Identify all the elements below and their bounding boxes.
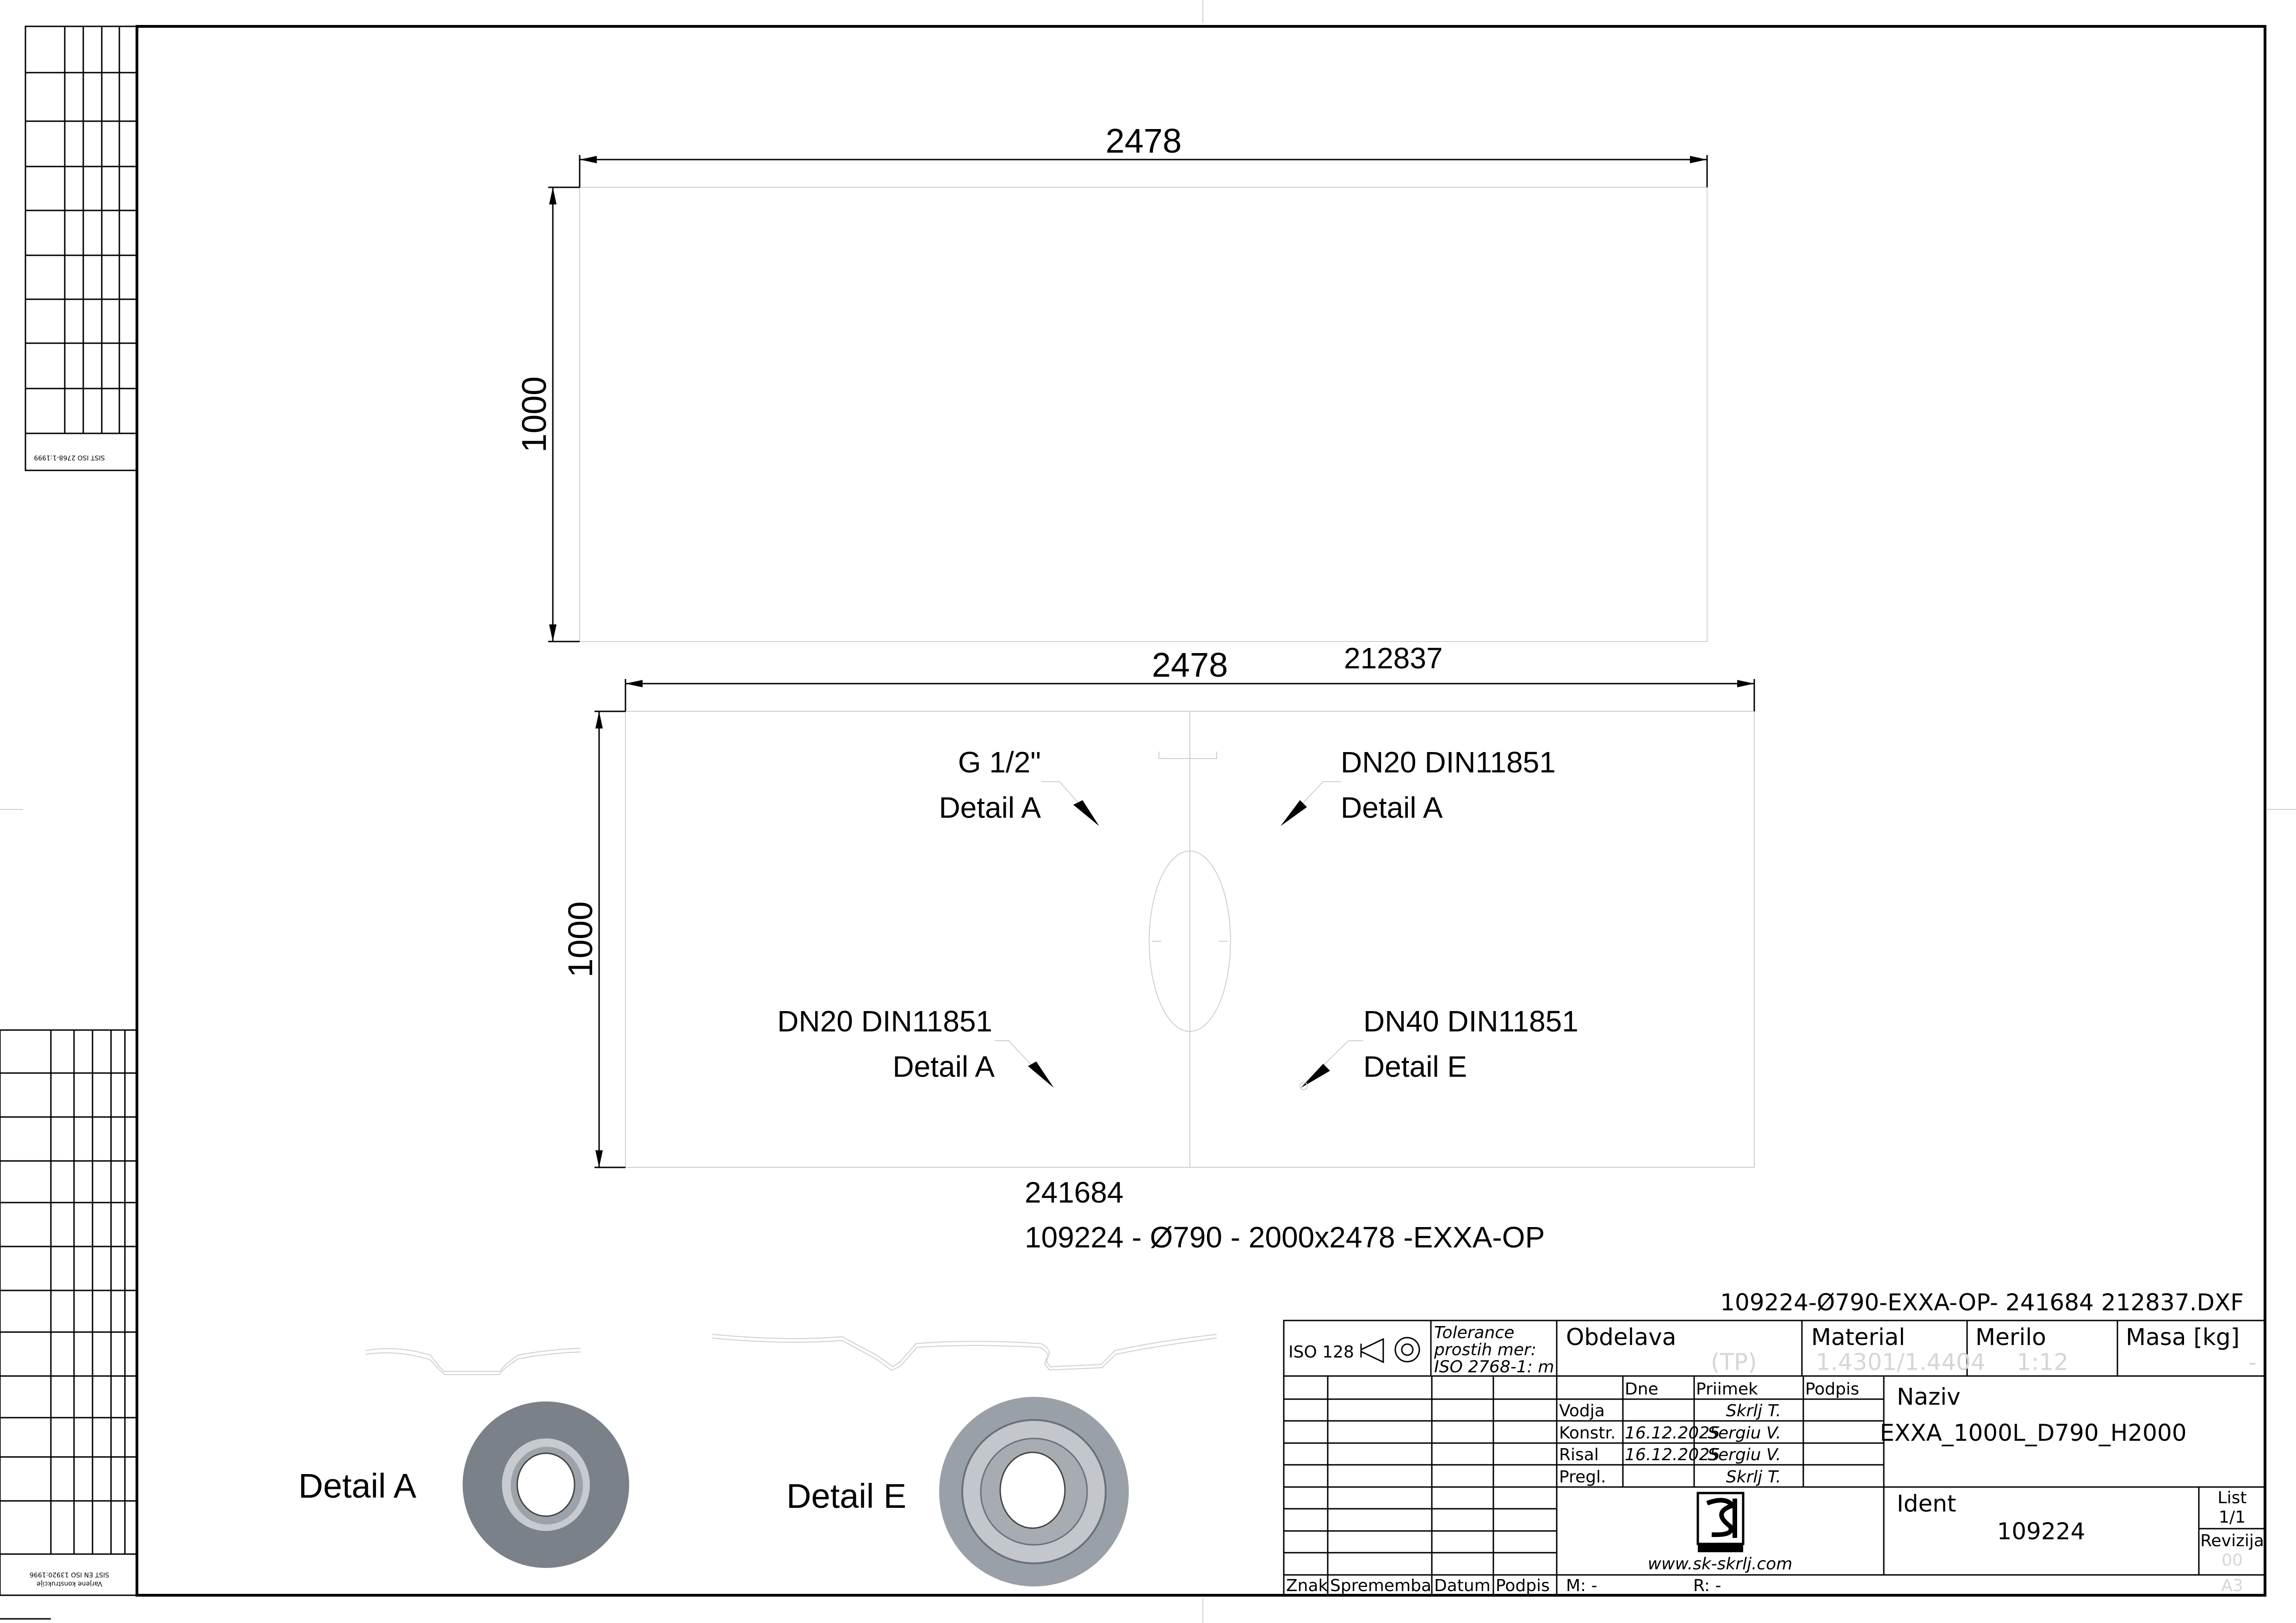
detail-e-label: Detail E [786,1477,906,1515]
col-priimek: Priimek [1696,1380,1758,1399]
rev-header-datum: Datum [1434,1576,1491,1595]
detail-a: Detail A [298,1348,629,1568]
tolerance-table-upper: SIST ISO 2768-1:1999 [25,25,138,471]
file-name: 109224-Ø790-EXXA-OP- 241684 212837.DXF [1720,1289,2244,1316]
format-value: A3 [2221,1576,2243,1595]
projection-symbol-icon [1360,1337,1420,1364]
material-label: Material [1811,1324,1905,1351]
tolerance-table-lower-subtitle: Varjene konstrukcije [37,1580,102,1587]
svg-text:Detail E: Detail E [1363,1050,1467,1083]
sheet-frame [136,25,2266,1597]
svg-text:Detail A: Detail A [892,1050,995,1083]
revizija-value: 00 [2222,1551,2243,1570]
bottom-m: M: - [1566,1576,1597,1595]
row-name-konstr: Sergiu V. [1708,1424,1781,1443]
bottom-r: R: - [1693,1576,1721,1595]
top-view: 2478 1000 [515,122,1708,642]
part-name-label: 109224 - Ø790 - 2000x2478 -EXXA-OP [1025,1221,1545,1254]
callout-dn40: DN40 DIN11851 Detail E [1300,1005,1578,1090]
svg-text:Detail A: Detail A [1341,791,1443,824]
leader-arrow [1028,1061,1054,1088]
row-date-risal: 16.12.2025 [1625,1445,1720,1464]
bottom-ref-top: 212837 [1344,642,1443,675]
row-role-risal: Risal [1559,1445,1599,1464]
callout-g12: G 1/2" Detail A [939,746,1099,826]
masa-label: Masa [kg] [2126,1324,2240,1351]
merilo-value: 1:12 [2017,1349,2068,1376]
ident-value: 109224 [1997,1518,2086,1545]
col-podpis: Podpis [1805,1380,1859,1399]
detail-e: Detail E [712,1334,1217,1586]
website: www.sk-skrlj.com [1648,1555,1793,1574]
masa-value: - [2248,1349,2257,1376]
list-label: List [2218,1488,2247,1507]
naziv-value: EXXA_1000L_D790_H2000 [1880,1419,2186,1446]
revizija-label: Revizija [2200,1531,2264,1550]
naziv-label: Naziv [1897,1383,1961,1410]
leader-arrow [1281,800,1307,826]
row-name-pregl: Skrlj T. [1726,1468,1781,1487]
title-block: ISO 128 Tolerance prostih mer: ISO 2768-… [1283,1320,2266,1596]
obdelava-label: Obdelava [1566,1324,1676,1351]
obdelava-value: (TP) [1711,1349,1757,1376]
row-role-vodja: Vodja [1559,1401,1605,1420]
material-value: 1.4301/1.4404 [1816,1349,1986,1376]
leader-arrow [1301,1064,1330,1088]
top-width-dimension: 2478 [1106,122,1182,160]
ident-label: Ident [1897,1490,1956,1517]
detail-a-profile [365,1348,581,1372]
callout-dn20-bottom: DN20 DIN11851 Detail A [777,1005,1054,1088]
tolerance-table-lower: SIST EN ISO 13920:1996 Varjene konstrukc… [0,1029,138,1596]
tolerance-line-2: prostih mer: [1434,1340,1536,1359]
bottom-ref-bottom: 241684 [1025,1176,1124,1209]
col-dne: Dne [1625,1380,1659,1399]
bottom-view: 2478 212837 1000 G 1/2" Detail A DN20 DI… [561,642,1755,1254]
list-value: 1/1 [2219,1508,2246,1527]
svg-text:G 1/2": G 1/2" [958,746,1041,779]
tolerance-table-lower-title: SIST EN ISO 13920:1996 [30,1571,109,1578]
top-height-dimension: 1000 [515,376,553,453]
svg-text:DN20 DIN11851: DN20 DIN11851 [1341,746,1556,779]
row-role-konstr: Konstr. [1559,1424,1615,1443]
detail-a-label: Detail A [298,1467,417,1505]
rev-header-znak: Znak [1286,1576,1328,1595]
row-date-konstr: 16.12.2025 [1625,1424,1720,1443]
bottom-height-dimension: 1000 [561,901,600,978]
row-name-vodja: Skrlj T. [1726,1401,1781,1420]
row-role-pregl: Pregl. [1559,1468,1606,1487]
top-view-outline [579,187,1708,642]
iso-label: ISO 128 [1288,1343,1354,1362]
svg-text:DN40 DIN11851: DN40 DIN11851 [1363,1005,1578,1038]
tolerance-line-3: ISO 2768-1: m [1434,1358,1554,1376]
detail-e-profile [712,1334,1217,1368]
company-logo [1696,1492,1745,1552]
row-name-risal: Sergiu V. [1708,1445,1781,1464]
tolerance-line-1: Tolerance [1434,1323,1514,1342]
svg-text:DN20 DIN11851: DN20 DIN11851 [777,1005,992,1038]
tolerance-table-upper-title: SIST ISO 2768-1:1999 [34,454,105,461]
svg-text:Detail A: Detail A [939,791,1041,824]
leader-arrow [1073,800,1099,826]
rev-header-sprememba: Sprememba [1330,1576,1431,1595]
rev-header-podpis: Podpis [1496,1576,1550,1595]
bottom-width-dimension: 2478 [1152,646,1228,684]
callout-dn20-top: DN20 DIN11851 Detail A [1281,746,1556,826]
merilo-label: Merilo [1975,1324,2046,1351]
